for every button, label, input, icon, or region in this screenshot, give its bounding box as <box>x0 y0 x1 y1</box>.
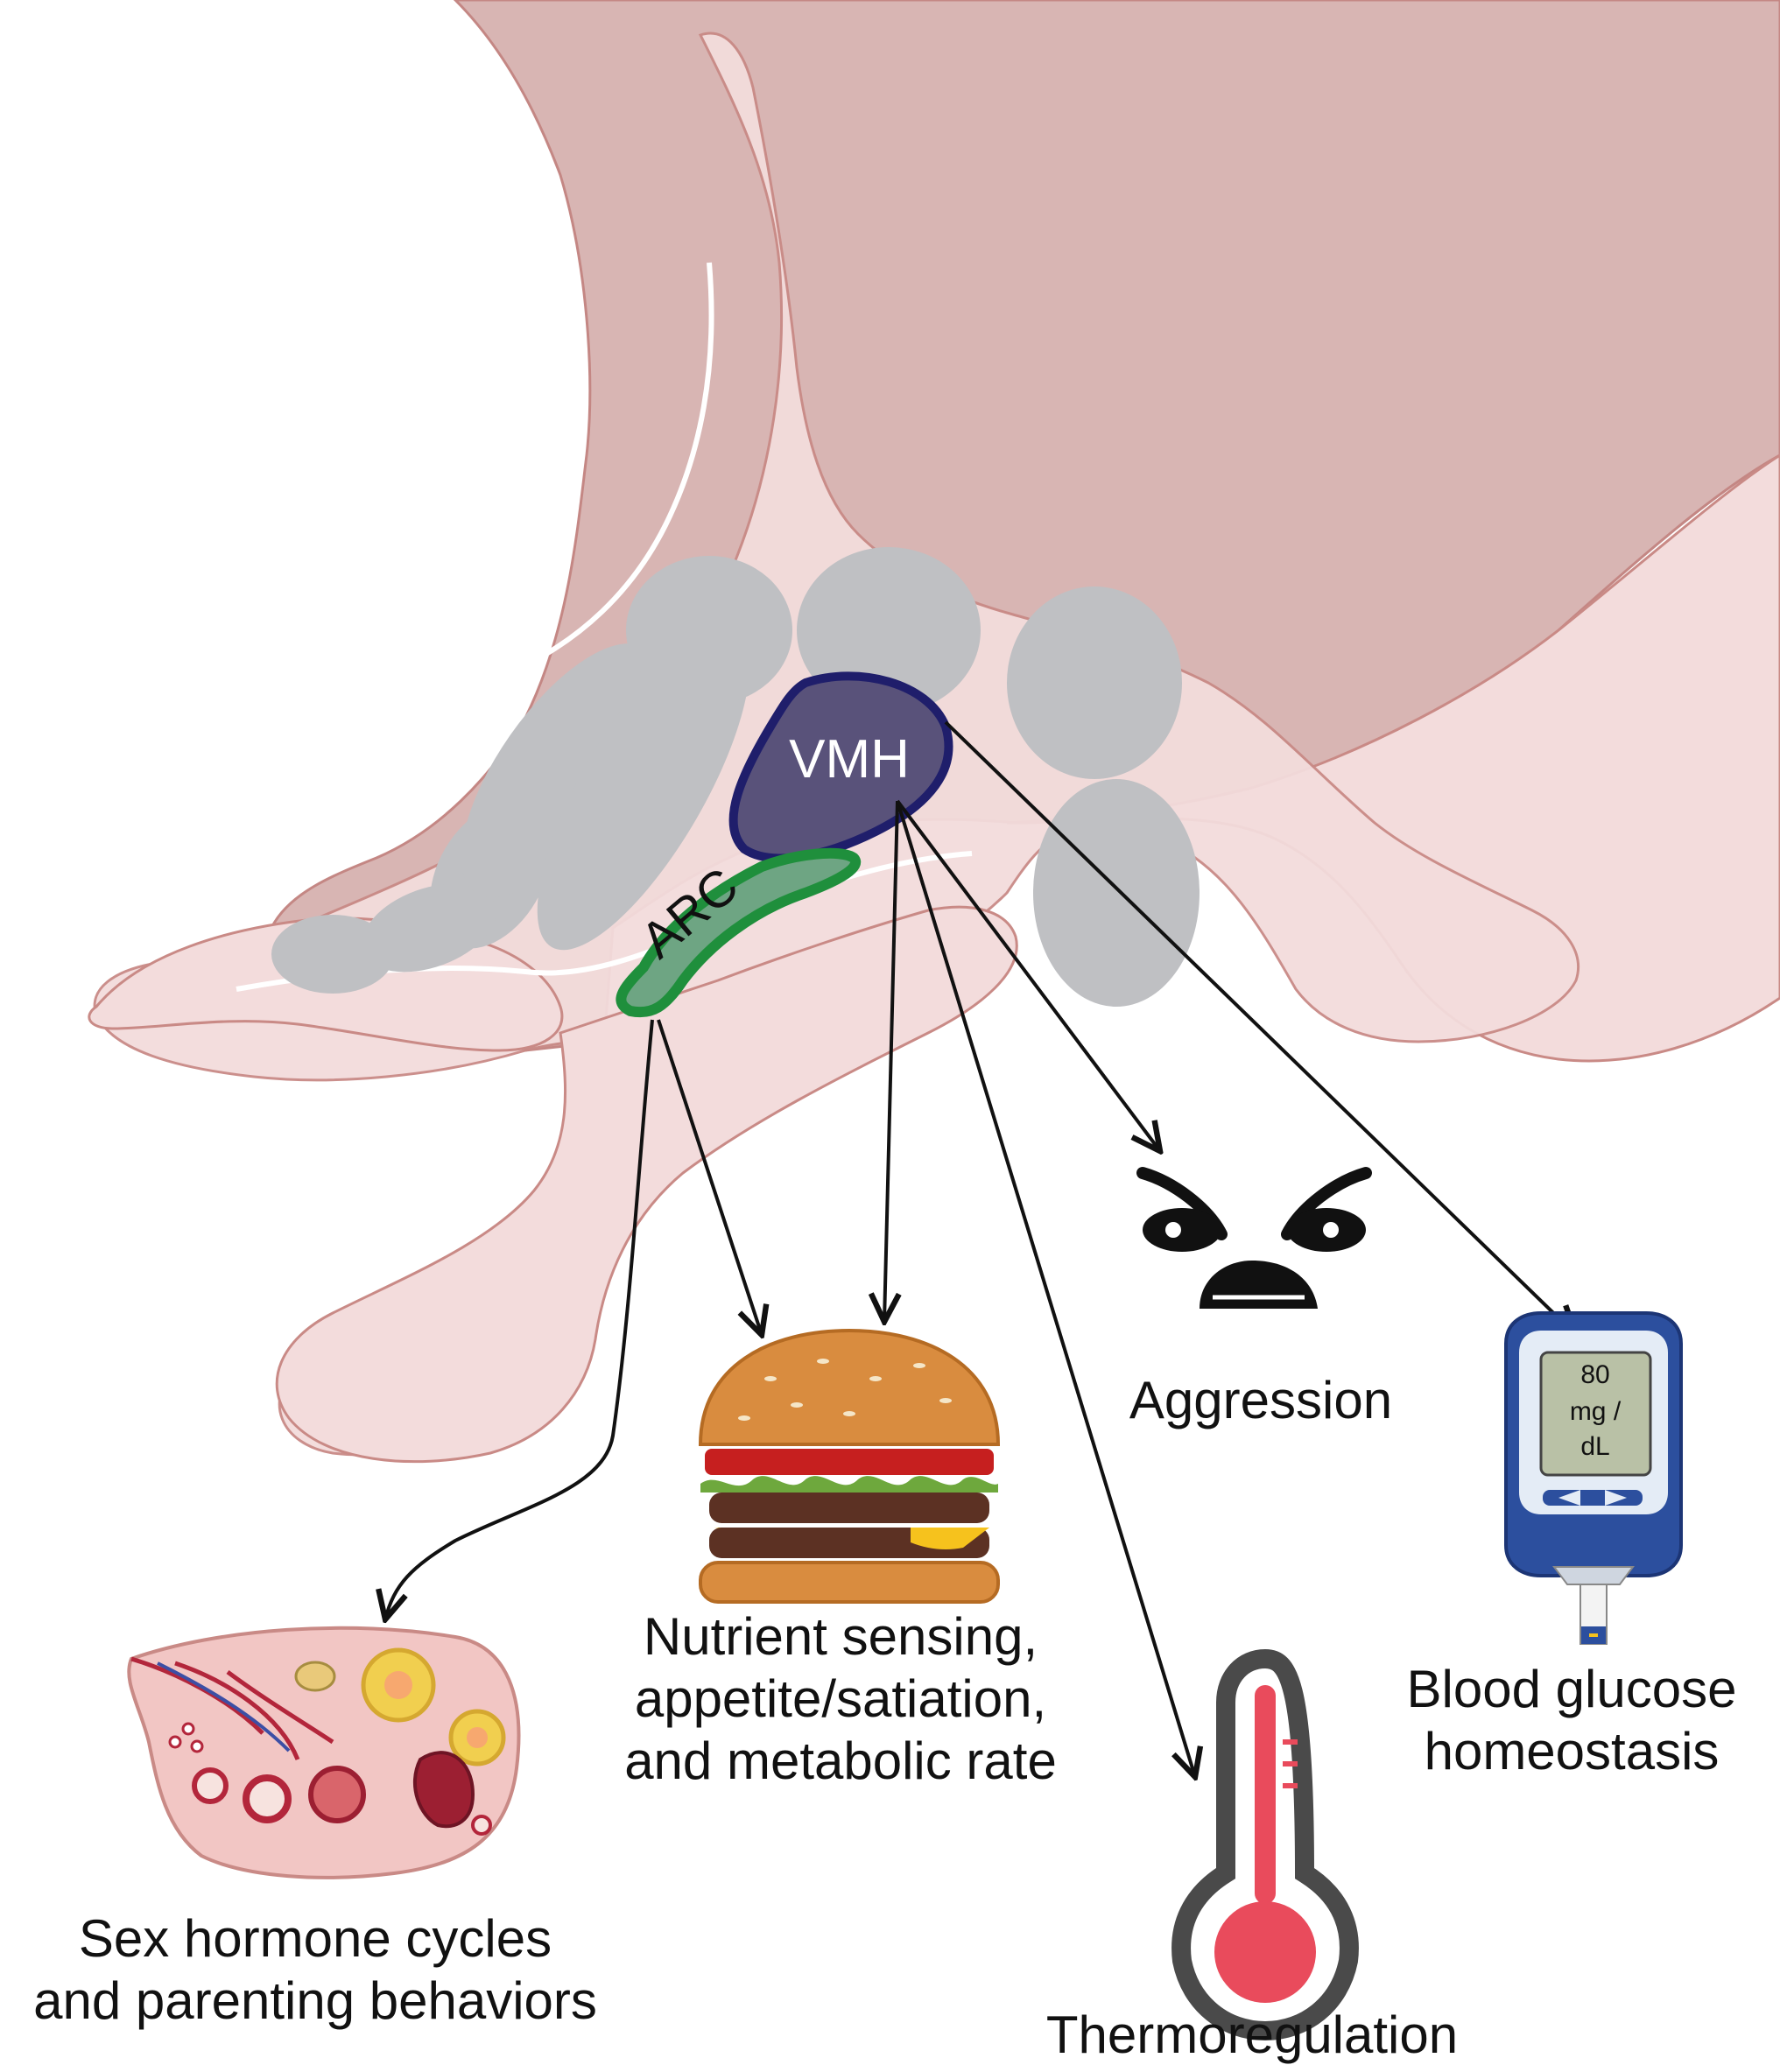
arrow-vmh-to-aggression <box>896 799 1160 1151</box>
arrow-arc-to-nutrient <box>657 1019 762 1335</box>
arrow-arc-to-sex-hormones <box>385 1019 654 1619</box>
aggression-line-1: Aggression <box>1129 1371 1393 1429</box>
arrow-vmh-to-thermo <box>896 800 1195 1777</box>
meter-screen <box>1539 1351 1652 1477</box>
hamburger-icon <box>698 1328 1001 1604</box>
arc-shape <box>616 847 861 1018</box>
glucose-meter-icon: 80 mg / dL <box>1504 1311 1683 1645</box>
pituitary-stalk <box>275 905 1018 1464</box>
vmh-shape <box>728 671 953 863</box>
gray-nucleus <box>626 556 792 705</box>
label-sex-hormone-cycles: Sex hormone cycles and parenting behavio… <box>0 1908 630 2033</box>
gray-nucleus <box>537 625 750 951</box>
label-thermoregulation: Thermoregulation <box>1007 2005 1497 2067</box>
label-blood-glucose: Blood glucose homeostasis <box>1366 1659 1777 1783</box>
gray-nucleus <box>271 915 394 994</box>
sex-hormone-line-2: and parenting behaviors <box>33 1970 597 2030</box>
mouth <box>1200 1261 1318 1309</box>
left-eye <box>1143 1208 1221 1252</box>
gray-nucleus <box>461 643 660 897</box>
glucose-line-1: Blood glucose <box>1406 1660 1737 1718</box>
thermometer-icon <box>1171 1648 1359 2041</box>
label-nutrient-sensing: Nutrient sensing, appetite/satiation, an… <box>578 1606 1103 1792</box>
thermometer-mercury <box>1255 1685 1276 1904</box>
sex-hormone-line-1: Sex hormone cycles <box>78 1909 552 1968</box>
thermo-line-1: Thermoregulation <box>1045 2005 1459 2064</box>
glucose-line-2: homeostasis <box>1424 1721 1720 1781</box>
gray-nucleus <box>1007 586 1182 779</box>
gray-nucleus <box>362 883 496 973</box>
angry-face-icon <box>1136 1167 1372 1309</box>
vmh-label: VMH <box>789 729 910 790</box>
meter-reading-unit-top: mg / <box>1570 1397 1622 1426</box>
meter-reading-unit-bottom: dL <box>1580 1432 1609 1461</box>
arrows <box>385 720 1576 1777</box>
nutrient-line-3: and metabolic rate <box>624 1731 1057 1790</box>
arrow-vmh-to-nutrient <box>884 800 897 1322</box>
third-ventricle-edge <box>524 262 714 668</box>
meter-left-button <box>1558 1490 1580 1506</box>
nutrient-line-2: appetite/satiation, <box>634 1668 1047 1728</box>
label-aggression: Aggression <box>1077 1370 1445 1432</box>
meter-reading-value: 80 <box>1580 1360 1609 1389</box>
arrow-vmh-to-glucose <box>944 720 1576 1335</box>
gray-nucleus <box>1033 779 1200 1007</box>
nutrient-line-1: Nutrient sensing, <box>643 1607 1038 1666</box>
vmh-nucleus: VMH <box>728 671 953 863</box>
ovary-icon <box>127 1626 521 1879</box>
meter-right-button <box>1605 1490 1627 1506</box>
